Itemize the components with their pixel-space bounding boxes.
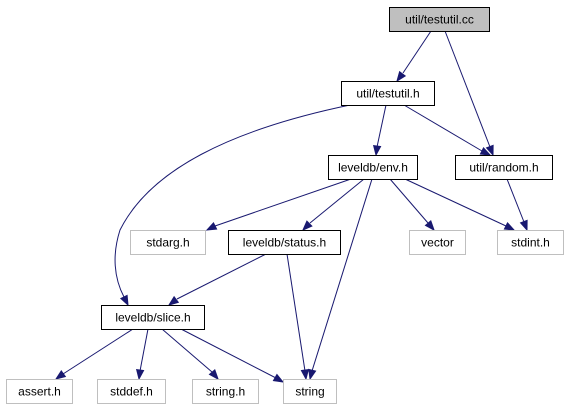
node-label: leveldb/env.h <box>338 161 408 175</box>
node-box <box>497 230 564 255</box>
node-assert-h: assert.h <box>6 379 73 404</box>
edge-line <box>311 178 373 372</box>
edge-line <box>389 178 429 224</box>
edge-testutil_cc-to-random_h <box>444 30 494 157</box>
edge-line <box>309 178 365 224</box>
edge-arrowhead <box>272 373 285 383</box>
edge-line <box>161 328 213 373</box>
edge-line <box>403 104 483 152</box>
edge-arrowhead <box>424 220 435 232</box>
node-label: stdint.h <box>511 236 550 250</box>
edge-line <box>114 104 351 298</box>
edge-arrowhead <box>396 70 407 83</box>
node-stddef-h: stddef.h <box>97 379 166 404</box>
edge-env_h-to-status_h <box>302 178 365 231</box>
edge-env_h-to-vector <box>389 178 435 232</box>
edge-arrowhead <box>372 145 382 157</box>
node-label: util/testutil.h <box>356 87 419 101</box>
edge-arrowhead <box>300 369 310 381</box>
node-box <box>97 379 166 404</box>
node-vector: vector <box>409 230 466 255</box>
node-stdarg-h: stdarg.h <box>130 230 206 255</box>
node-label: assert.h <box>18 385 61 399</box>
node-label: string.h <box>206 385 245 399</box>
edge-arrowhead <box>119 294 129 307</box>
node-testutil-cc[interactable]: util/testutil.cc <box>389 7 490 32</box>
edges-layer <box>54 30 528 383</box>
edge-arrowhead <box>479 146 492 156</box>
node-box[interactable] <box>455 155 553 180</box>
edge-arrowhead <box>135 369 145 381</box>
edge-line <box>214 178 352 227</box>
node-box <box>130 230 206 255</box>
edge-arrowhead <box>208 369 219 381</box>
edge-testutil_h-to-env_h <box>372 104 387 157</box>
edge-line <box>404 178 507 227</box>
edge-arrowhead <box>54 370 67 380</box>
node-label: stdarg.h <box>146 236 189 250</box>
edge-line <box>402 30 432 74</box>
edge-status_h-to-slice_h <box>167 253 267 306</box>
node-label: leveldb/slice.h <box>115 311 190 325</box>
node-label: util/random.h <box>469 161 538 175</box>
edge-testutil_h-to-slice_h <box>114 104 351 307</box>
node-box <box>6 379 73 404</box>
edge-arrowhead <box>503 221 516 231</box>
edge-arrowhead <box>167 295 180 306</box>
edge-line <box>176 253 267 300</box>
edge-arrowhead <box>308 368 317 381</box>
node-string-h: string.h <box>192 379 259 404</box>
edge-line <box>180 328 277 379</box>
edge-testutil_cc-to-testutil_h <box>396 30 432 83</box>
node-label: string <box>295 385 324 399</box>
edge-status_h-to-string <box>286 253 310 381</box>
edge-slice_h-to-string <box>180 328 285 383</box>
node-box[interactable] <box>101 305 205 330</box>
edge-env_h-to-string <box>308 178 373 381</box>
edge-slice_h-to-stddef_h <box>135 328 149 381</box>
node-random-h[interactable]: util/random.h <box>455 155 553 180</box>
node-string: string <box>283 379 337 404</box>
edge-arrowhead <box>519 219 528 232</box>
edge-slice_h-to-assert_h <box>54 328 134 380</box>
node-box[interactable] <box>328 155 418 180</box>
node-box <box>409 230 466 255</box>
edge-env_h-to-stdarg_h <box>205 178 352 231</box>
edge-env_h-to-stdint_h <box>404 178 516 231</box>
node-label: vector <box>421 236 454 250</box>
edge-line <box>139 328 149 372</box>
node-box[interactable] <box>228 230 341 255</box>
node-status-h[interactable]: leveldb/status.h <box>228 230 341 255</box>
node-testutil-h[interactable]: util/testutil.h <box>341 81 435 106</box>
node-box <box>192 379 259 404</box>
nodes-layer: util/testutil.cc util/testutil.h leveldb/e… <box>6 7 564 404</box>
node-slice-h[interactable]: leveldb/slice.h <box>101 305 205 330</box>
edge-arrowhead <box>485 144 494 157</box>
node-label: stddef.h <box>110 385 153 399</box>
node-label: util/testutil.cc <box>405 13 474 27</box>
edge-line <box>506 178 525 223</box>
node-env-h[interactable]: leveldb/env.h <box>328 155 418 180</box>
edge-arrowhead <box>205 221 218 231</box>
edge-random_h-to-stdint_h <box>506 178 528 232</box>
node-box[interactable] <box>341 81 435 106</box>
edge-line <box>62 328 134 375</box>
node-box <box>283 379 337 404</box>
edge-testutil_h-to-random_h <box>403 104 492 156</box>
edge-slice_h-to-string_h <box>161 328 219 381</box>
node-box[interactable] <box>389 7 490 32</box>
edge-arrowhead <box>302 220 313 231</box>
edge-line <box>444 30 491 148</box>
node-label: leveldb/status.h <box>243 236 326 250</box>
node-stdint-h: stdint.h <box>497 230 564 255</box>
edge-line <box>286 253 306 372</box>
edge-line <box>376 104 387 148</box>
